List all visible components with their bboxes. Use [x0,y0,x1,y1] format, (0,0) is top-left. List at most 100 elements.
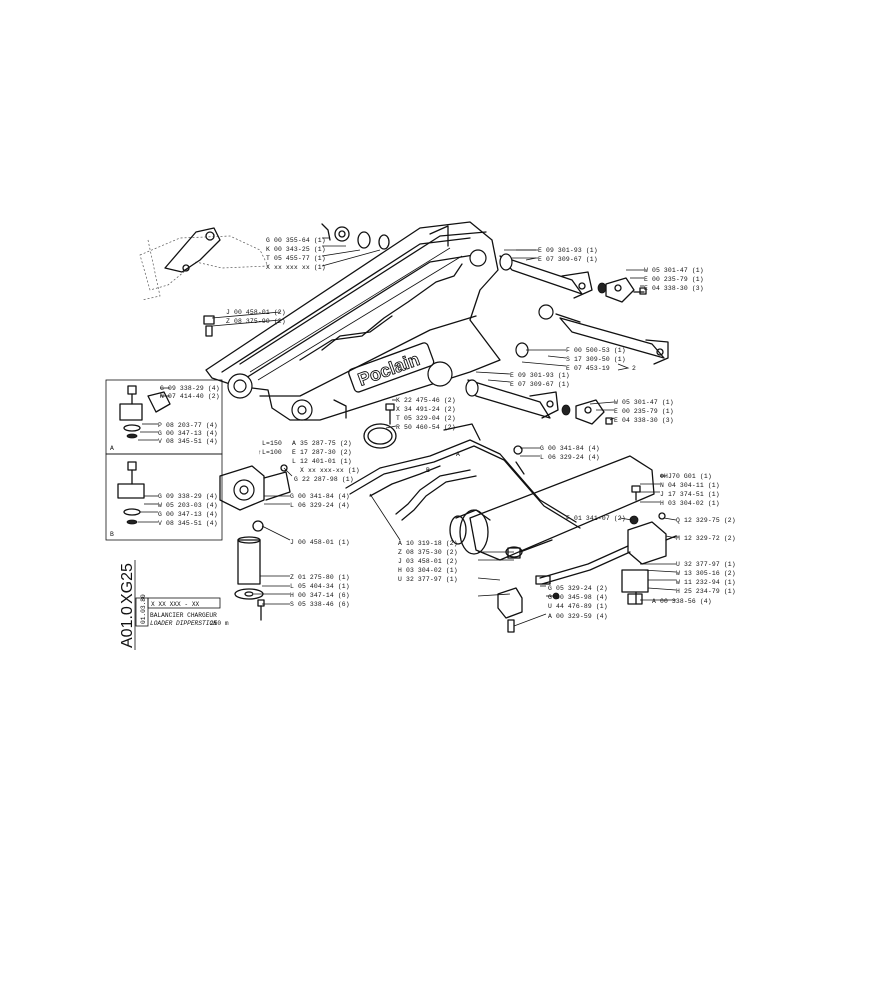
long-pin-right [515,313,669,365]
callouts-lengths: L=150 A 35 287-75 (2) ↑L=100 E 17 287-30… [258,440,352,465]
brand-plate [348,342,435,393]
callouts-mid-right: E 09 301-93 (1) E 07 309-67 (1) [510,372,570,388]
callout-label: F 01 341-07 (2) [566,515,626,522]
callouts-left-lower: G 00 341-84 (4) L 06 329-24 (4) [290,493,350,509]
valve-block [539,485,677,605]
callout-label: Z 01 275-80 (1) [290,574,350,581]
hose-clamp [363,423,397,449]
callout-label: J 00 458-01 (1) [290,539,350,546]
callout-label: P 08 203-77 (4) [158,422,218,429]
code-left: XG25 [119,563,136,604]
machine-sketch [139,227,269,301]
callout-label: S 17 309-50 (1) [566,356,626,363]
callout-label: G 22 287-98 (1) [294,476,354,483]
detail-box-b: B [105,453,223,541]
callout-label: L 06 329-24 (4) [540,454,600,461]
callout-label: H 00 347-14 (6) [290,592,350,599]
callout-label: G 05 329-24 (2) [548,585,608,592]
callouts-bottom-right: U 32 377-97 (1) W 13 305-16 (2) W 11 232… [652,561,736,605]
callout-label: E 09 301-93 (1) [510,372,570,379]
box-b-letter: B [110,531,114,538]
callout-label: F 00 500-53 (1) [566,347,626,354]
grease-fitting [203,315,215,337]
callouts-box-b: G 09 338-29 (4) W 05 203-03 (4) G 00 347… [158,493,218,527]
retaining-plate-mid [561,399,613,425]
callout-label: Z 08 375-30 (2) [398,549,458,556]
callouts-center-right: G 00 341-84 (4) L 06 329-24 (4) [540,445,600,461]
callout-label: U 32 377-97 (1) [676,561,736,568]
letter-markers: A B [426,451,460,474]
title-block: XG25 A01.0 01.03.80 X XX XXX - XX BALANC… [119,560,229,650]
callout-label: L 06 329-24 (4) [290,502,350,509]
title-en: LOADER DIPPERSTICK [150,620,217,627]
bolt-center [385,403,395,425]
callouts-left-top: J 00 458-01 (2) Z 08 375-90 (2) [226,309,286,325]
callout-label: J 03 458-01 (2) [398,558,458,565]
retaining-plate-top [597,277,647,303]
upper-pin [499,249,593,299]
callout-label: E 17 287-30 (2) [292,449,352,456]
callouts-bottom-center-2: G 05 329-24 (2) G 00 345-98 (4) U 44 476… [548,585,608,620]
callout-label: L 12 401-01 (1) [292,458,352,465]
callout-label: J 00 458-01 (2) [226,309,286,316]
callout-label: S 05 338-46 (6) [290,601,350,608]
callout-label: G 09 338-29 (4) [160,385,220,392]
callout-label: G 00 345-98 (4) [548,594,608,601]
callout-label: J 17 374-51 (1) [660,491,720,498]
callout-label: H 25 234-79 (1) [676,588,736,595]
box-a-letter: A [110,445,114,452]
callout-label: N 04 304-11 (1) [660,482,720,489]
callout-label: A 00 329-59 (4) [548,613,608,620]
callout-label: L=150 [262,440,282,447]
callout-label: A 00 338-56 (4) [652,598,712,605]
callout-label: L 05 404-34 (1) [290,583,350,590]
callout-label: G 00 341-84 (4) [540,445,600,452]
callouts-right-pin: F 00 500-53 (1) S 17 309-50 (1) E 07 453… [566,347,636,372]
callout-label: V 08 345-51 (4) [158,520,218,527]
callouts-valve: Q 12 329-75 (2) M 12 329-72 (2) [676,517,736,542]
callouts-top-center: G 00 355-64 (1) K 00 343-25 (1) T 05 455… [266,237,326,271]
title-fr: BALANCIER CHARGEUR [150,612,217,619]
callout-label: K 00 343-25 (1) [266,246,326,253]
marker-a: A [456,451,460,458]
callout-label: W 05 301-47 (1) [614,399,674,406]
callout-label: E 07 453-19 [566,365,610,372]
callout-label: W 11 232-94 (1) [676,579,736,586]
callout-label: ↑L=100 [258,449,282,456]
callout-label: H 03 304-02 (1) [660,500,720,507]
callout-label: G 00 347-13 (4) [158,430,218,437]
callout-label: E 07 309-67 (1) [538,256,598,263]
callout-label: A 10 319-18 (2) [398,540,458,547]
callout-label: W 05 301-47 (1) [644,267,704,274]
callout-label: G 09 338-29 (4) [158,493,218,500]
small-code: 01.03.80 [140,594,147,624]
callouts-box-a: G 09 338-29 (4) N 07 414-40 (2) P 08 203… [158,385,220,445]
hydraulic-cylinder [449,455,655,561]
top-nut-group [321,223,390,267]
part-ref: X XX XXX - XX [151,601,200,608]
callout-label: G 00 355-64 (1) [266,237,326,244]
callout-label: E 00 235-79 (1) [644,276,704,283]
callout-label: A 35 287-75 (2) [292,440,352,447]
callout-label: T 05 329-04 (2) [396,415,456,422]
callout-label: U 44 476-89 (1) [548,603,608,610]
marker-b: B [426,467,430,474]
callout-label: E 04 338-30 (3) [614,417,674,424]
code-right: A01.0 [119,606,136,648]
callout-label: Q 12 329-75 (2) [676,517,736,524]
callout-label: G 00 341-84 (4) [290,493,350,500]
callouts-plate-mid: W 05 301-47 (1) E 00 235-79 (1) E 04 338… [614,399,674,424]
callouts-cylinder: ΦHJ70 G01 (1) N 04 304-11 (1) J 17 374-5… [660,473,720,507]
length-value: 250 m [210,620,229,627]
callout-label: E 00 235-79 (1) [614,408,674,415]
hose-lines [345,423,581,529]
callouts-plate-top: W 05 301-47 (1) E 00 235-79 (1) E 04 338… [644,267,704,292]
callouts-pin-bottom: Z 01 275-80 (1) L 05 404-34 (1) H 00 347… [290,574,350,608]
mid-pin [465,379,559,419]
callout-label: U 32 377-97 (1) [398,576,458,583]
callouts-upper-right: E 09 301-93 (1) E 07 309-67 (1) [538,247,598,263]
callout-label: 2 [632,365,636,372]
callout-label: X xx xxx xx (1) [266,264,326,271]
callouts-center: K 22 475-46 (2) X 34 491-24 (2) T 05 329… [396,397,456,431]
